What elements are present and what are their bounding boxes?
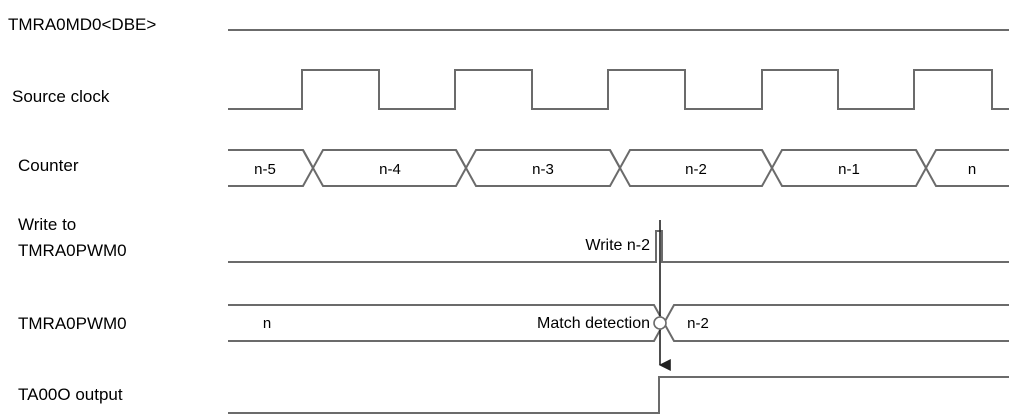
source-clock-label: Source clock <box>12 87 110 106</box>
output-waveform <box>228 376 1009 414</box>
dbe-signal-label: TMRA0MD0<DBE> <box>8 15 157 34</box>
write-label-line1: Write to <box>18 215 77 234</box>
write-annotation: Write n-2 <box>585 237 650 254</box>
pwm-register-bus: n n-2 Match detection <box>228 304 1009 342</box>
counter-value: n-3 <box>532 161 554 178</box>
counter-value: n-2 <box>685 161 707 178</box>
pwm-register-label: TMRA0PWM0 <box>18 314 127 333</box>
counter-bus: n-5 n-4 n-3 n-2 n-1 n <box>228 149 1009 187</box>
write-label-line2: TMRA0PWM0 <box>18 241 127 260</box>
pwm-value-before: n <box>263 315 271 332</box>
counter-value: n-5 <box>254 161 276 178</box>
pwm-value-after: n-2 <box>687 315 709 332</box>
write-waveform <box>228 230 1009 263</box>
match-detection-annotation: Match detection <box>537 315 650 332</box>
counter-value: n-1 <box>838 161 860 178</box>
counter-value: n <box>968 161 976 178</box>
match-detection-marker <box>653 316 667 330</box>
counter-value: n-4 <box>379 161 401 178</box>
output-signal-label: TA00O output <box>18 385 123 404</box>
source-clock-waveform <box>228 69 1009 110</box>
counter-label: Counter <box>18 156 79 175</box>
